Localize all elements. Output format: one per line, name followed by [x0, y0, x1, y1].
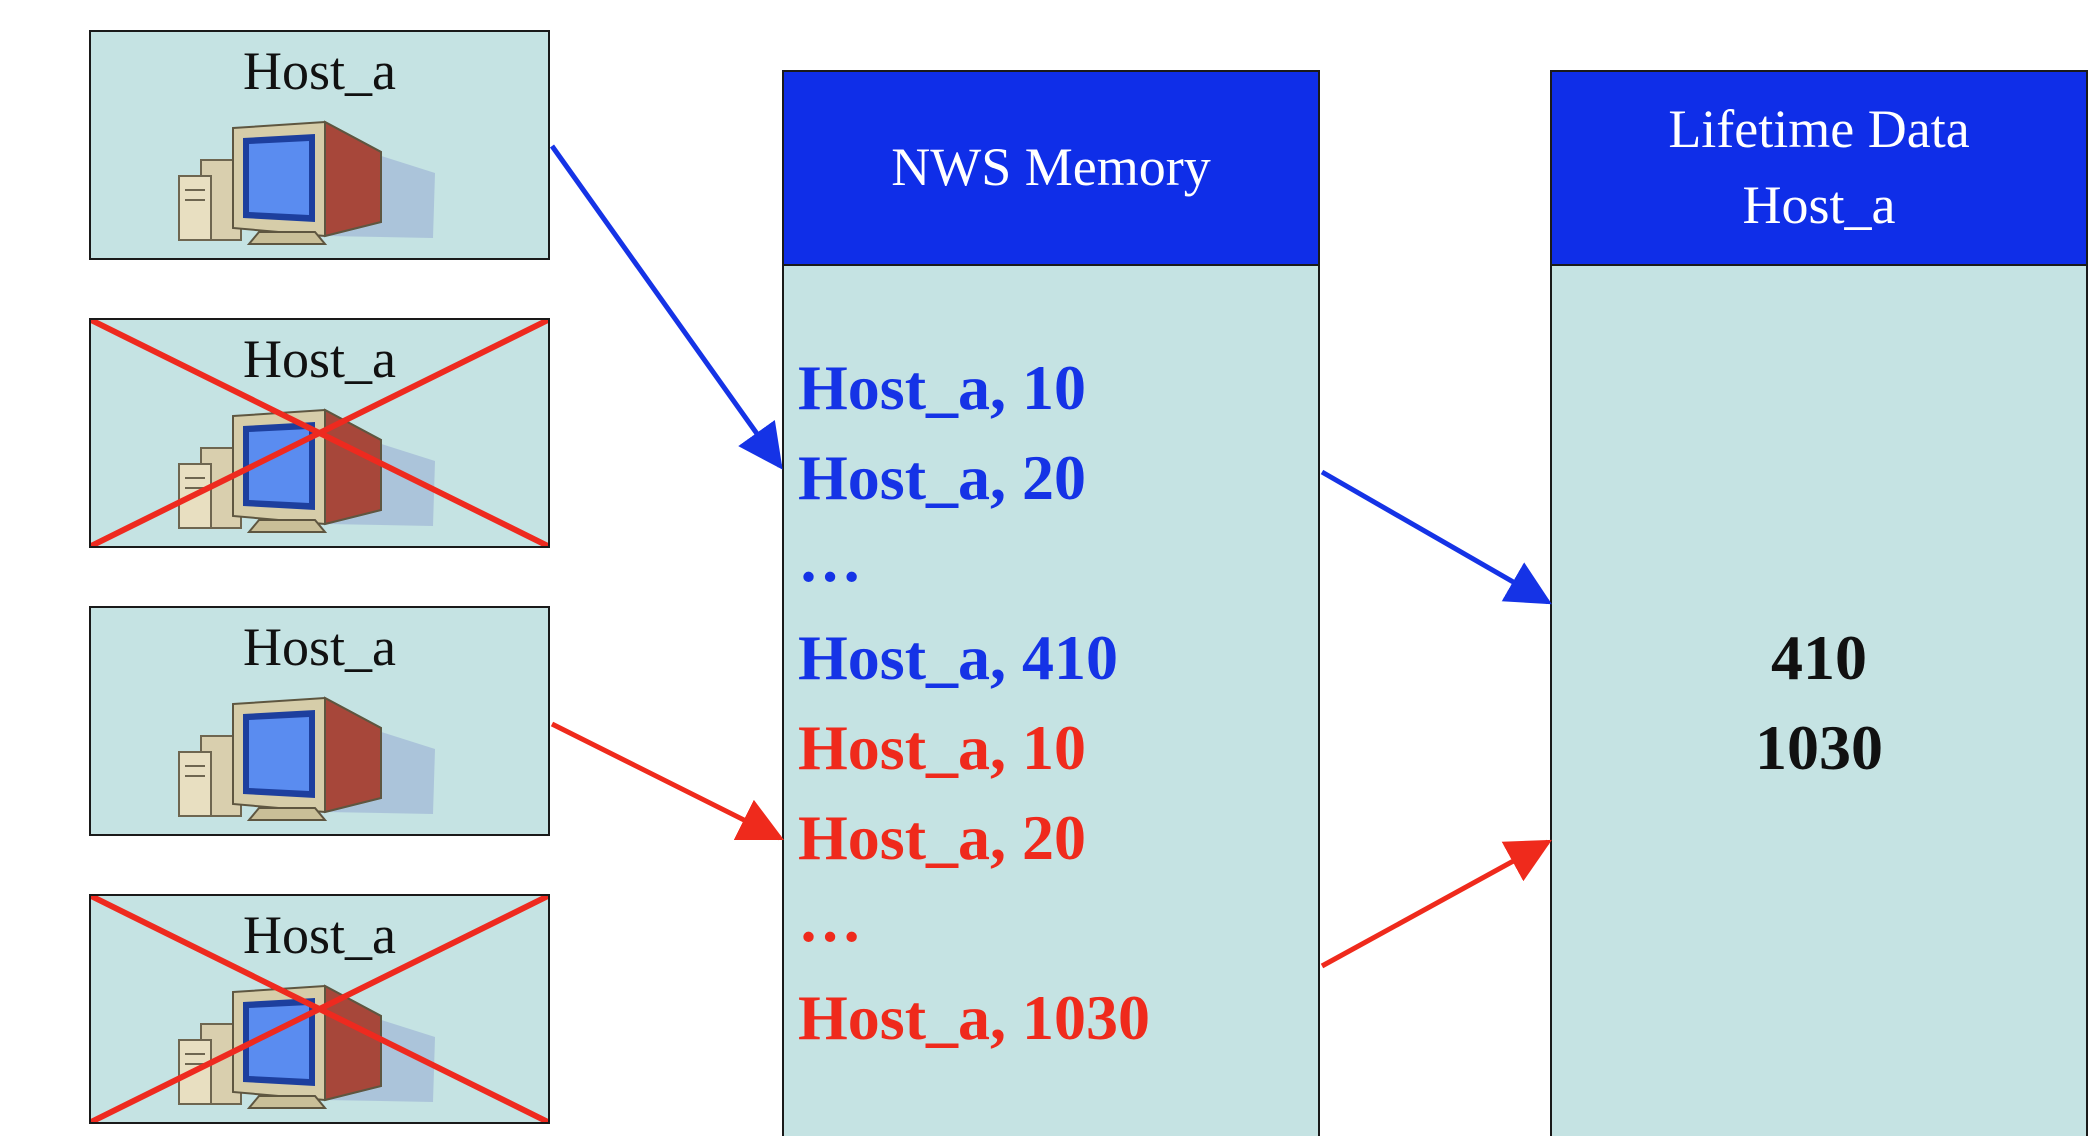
- host-box-2-failed: Host_a: [89, 318, 550, 548]
- host-label: Host_a: [243, 329, 396, 389]
- lifetime-data-header: Lifetime Data Host_a: [1552, 72, 2086, 266]
- memory-entry: Host_a, 10: [798, 352, 1086, 423]
- memory-entry: Host_a, 1030: [798, 982, 1150, 1053]
- lifetime-data-panel: Lifetime Data Host_a 410 1030: [1550, 70, 2088, 1136]
- arrow-host3-to-memory: [550, 721, 785, 841]
- nws-memory-header: NWS Memory: [784, 72, 1318, 266]
- memory-entry-ellipsis: …: [798, 884, 862, 955]
- host-label: Host_a: [243, 41, 396, 101]
- lifetime-data-host: Host_a: [1742, 175, 1896, 235]
- lifetime-value: 410: [1771, 622, 1867, 693]
- failure-cross-icon: [91, 896, 548, 1122]
- failure-cross-icon: [91, 320, 548, 546]
- memory-entry: Host_a, 10: [798, 712, 1086, 783]
- memory-entry-ellipsis: …: [798, 524, 862, 595]
- arrow-host1-to-memory: [549, 144, 783, 470]
- memory-entry: Host_a, 20: [798, 802, 1086, 873]
- memory-entry: Host_a, 20: [798, 442, 1086, 513]
- lifetime-value: 1030: [1755, 712, 1883, 783]
- nws-memory-panel: NWS Memory Host_a, 10 Host_a, 20 … Host_…: [782, 70, 1320, 1136]
- host-box-1: Host_a: [89, 30, 550, 260]
- computer-icon: [175, 694, 455, 824]
- memory-entry: Host_a, 410: [798, 622, 1118, 693]
- arrow-memory-to-lifetime-red: [1320, 839, 1552, 969]
- computer-icon: [175, 118, 455, 248]
- host-label: Host_a: [243, 617, 396, 677]
- nws-memory-title: NWS Memory: [891, 137, 1211, 198]
- arrow-memory-to-lifetime-blue: [1320, 469, 1552, 605]
- host-label: Host_a: [243, 905, 396, 965]
- host-box-3: Host_a: [89, 606, 550, 836]
- lifetime-data-title: Lifetime Data: [1668, 99, 1970, 160]
- host-box-4-failed: Host_a: [89, 894, 550, 1124]
